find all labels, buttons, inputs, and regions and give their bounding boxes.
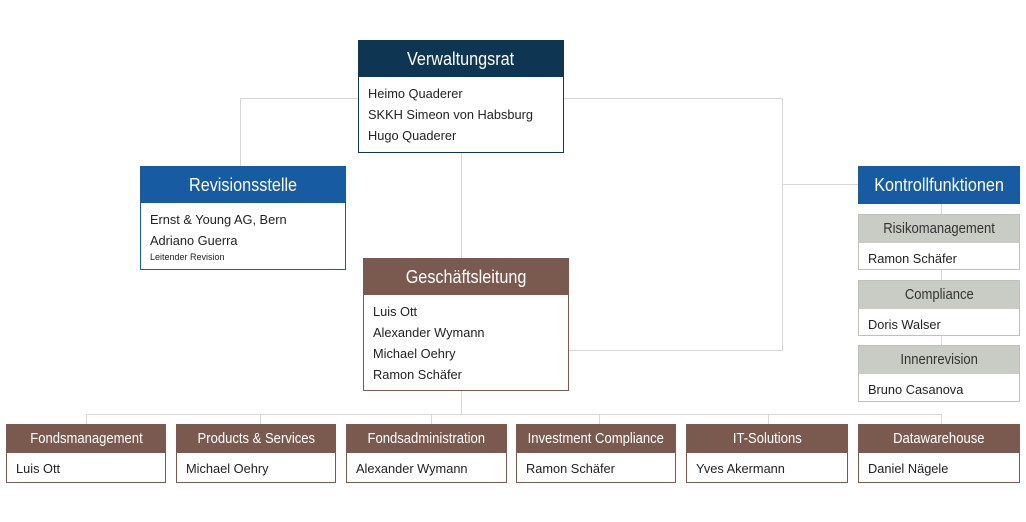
management-member: Ramon Schäfer: [373, 367, 462, 382]
control-compliance-box: Compliance Doris Walser: [858, 280, 1020, 336]
audit-title: Revisionsstelle: [188, 174, 298, 195]
department-box: Investment Compliance Ramon Schäfer: [516, 424, 676, 483]
management-header: Geschäftsleitung: [364, 259, 568, 295]
audit-firm: Ernst & Young AG, Bern: [150, 212, 287, 227]
department-person: Luis Ott: [16, 461, 61, 476]
department-box: Datawarehouse Daniel Nägele: [858, 424, 1020, 483]
control-title: Innenrevision: [900, 352, 978, 368]
audit-person: Adriano Guerra: [150, 233, 238, 248]
control-person: Ramon Schäfer: [868, 251, 957, 266]
control-title: Compliance: [904, 287, 974, 303]
audit-header: Revisionsstelle: [141, 167, 345, 203]
management-member: Alexander Wymann: [373, 325, 485, 340]
department-header: IT-Solutions: [687, 425, 847, 453]
controls-header: Kontrollfunktionen: [859, 167, 1019, 203]
control-header: Compliance: [859, 281, 1019, 309]
department-header: Fondsmanagement: [7, 425, 165, 453]
audit-details: Ernst & Young AG, Bern Adriano Guerra Le…: [141, 203, 345, 262]
department-title: Investment Compliance: [527, 431, 665, 447]
board-member: SKKH Simeon von Habsburg: [368, 107, 534, 122]
department-person: Yves Akermann: [696, 461, 785, 476]
management-member: Luis Ott: [373, 304, 418, 319]
control-header: Innenrevision: [859, 346, 1019, 374]
board-header: Verwaltungsrat: [359, 41, 563, 77]
department-title: Fondsmanagement: [29, 431, 143, 447]
board-title: Verwaltungsrat: [407, 48, 515, 69]
department-box: Products & Services Michael Oehry: [176, 424, 336, 483]
controls-title: Kontrollfunktionen: [874, 174, 1004, 195]
management-member: Michael Oehry: [373, 346, 456, 361]
department-person: Ramon Schäfer: [526, 461, 615, 476]
control-title: Risikomanagement: [883, 221, 995, 237]
department-header: Investment Compliance: [517, 425, 675, 453]
control-audit-box: Innenrevision Bruno Casanova: [858, 345, 1020, 402]
control-risk-box: Risikomanagement Ramon Schäfer: [858, 214, 1020, 270]
department-box: Fondsmanagement Luis Ott: [6, 424, 166, 483]
management-box: Geschäftsleitung Luis Ott Alexander Wyma…: [363, 258, 569, 391]
management-title: Geschäftsleitung: [405, 266, 527, 287]
board-member: Hugo Quaderer: [368, 128, 457, 143]
department-person: Alexander Wymann: [356, 461, 468, 476]
department-header: Fondsadministration: [347, 425, 506, 453]
board-box: Verwaltungsrat Heimo Quaderer SKKH Simeo…: [358, 40, 564, 153]
controls-box: Kontrollfunktionen: [858, 166, 1020, 204]
control-person: Doris Walser: [868, 317, 941, 332]
department-person: Michael Oehry: [186, 461, 269, 476]
department-box: IT-Solutions Yves Akermann: [686, 424, 848, 483]
board-member: Heimo Quaderer: [368, 86, 463, 101]
control-person: Bruno Casanova: [868, 382, 964, 397]
department-box: Fondsadministration Alexander Wymann: [346, 424, 507, 483]
audit-role: Leitender Revision: [150, 252, 225, 262]
board-members: Heimo Quaderer SKKH Simeon von Habsburg …: [359, 77, 563, 146]
department-header: Datawarehouse: [859, 425, 1019, 453]
control-header: Risikomanagement: [859, 215, 1019, 243]
department-title: Fondsadministration: [367, 431, 486, 447]
department-title: Datawarehouse: [893, 431, 985, 447]
audit-box: Revisionsstelle Ernst & Young AG, Bern A…: [140, 166, 346, 270]
department-title: Products & Services: [197, 431, 315, 447]
department-person: Daniel Nägele: [868, 461, 949, 476]
department-title: IT-Solutions: [732, 431, 802, 447]
management-members: Luis Ott Alexander Wymann Michael Oehry …: [364, 295, 568, 385]
department-header: Products & Services: [177, 425, 335, 453]
